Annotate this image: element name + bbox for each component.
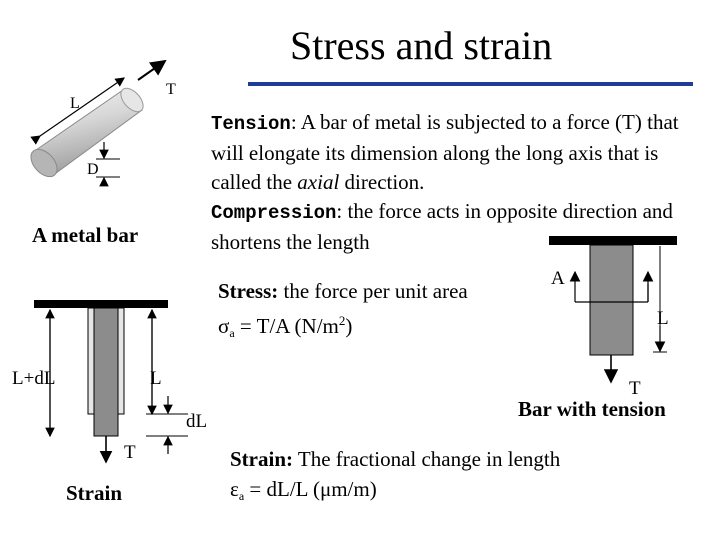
slide-title: Stress and strain	[290, 23, 553, 68]
stress-formula: = T/A (N/m	[234, 314, 339, 338]
bar-label-D: D	[87, 161, 99, 178]
axial-term: axial	[297, 170, 340, 194]
tension-label-A: A	[551, 268, 565, 289]
tension-text-a: : A bar of metal is subjected to a force…	[211, 110, 679, 194]
strain-label-dL: dL	[186, 411, 207, 432]
tension-text-b: direction.	[339, 170, 425, 194]
caption-strain: Strain	[66, 481, 123, 505]
caption-bar-with-tension: Bar with tension	[518, 397, 666, 421]
metal-bar-diagram: L T D	[30, 59, 176, 187]
tension-label-T: T	[629, 378, 641, 399]
strain-unit: m/m)	[331, 477, 377, 501]
length-dimension-arrow	[30, 77, 125, 145]
caption-metal-bar: A metal bar	[32, 223, 139, 247]
stress-text: the force per unit area	[278, 279, 468, 303]
tension-label-L: L	[657, 308, 669, 329]
stress-term: Stress:	[218, 279, 279, 303]
compression-text: : the force acts in opposite direction a…	[211, 199, 673, 254]
strain-definition: Strain: The fractional change in length …	[230, 444, 560, 507]
strain-text: The fractional change in length	[293, 447, 561, 471]
title-underline	[248, 82, 693, 86]
stress-formula-close: )	[345, 314, 353, 338]
strain-symbol: ε	[230, 477, 239, 501]
strain-bar-elongated	[93, 307, 119, 437]
strain-formula: = dL/L (	[244, 477, 320, 501]
strain-label-LdL: L+dL	[12, 368, 55, 389]
strain-term: Strain:	[230, 447, 293, 471]
compression-term: Compression	[211, 202, 337, 224]
strain-mu: μ	[319, 477, 332, 501]
strain-subscript: a	[238, 489, 245, 503]
strain-label-T: T	[124, 442, 136, 463]
strain-label-L: L	[150, 368, 162, 389]
tension-support-beam	[549, 236, 677, 245]
bar-label-T: T	[166, 81, 176, 98]
tension-arrow	[137, 59, 167, 81]
tension-compression-paragraph: Tension: A bar of metal is subjected to …	[211, 108, 711, 257]
stress-symbol: σ	[218, 314, 230, 338]
stress-subscript: a	[229, 326, 235, 340]
strain-diagram: L+dL L dL T	[12, 300, 207, 464]
stress-definition: Stress: the force per unit area σa = T/A…	[218, 276, 468, 344]
strain-support-beam	[34, 300, 168, 308]
bar-label-L: L	[70, 95, 80, 112]
tension-bar	[589, 244, 634, 356]
tension-term: Tension	[211, 113, 291, 135]
stress-exponent: 2	[338, 313, 346, 328]
bar-with-tension-diagram: A L T	[549, 236, 677, 399]
